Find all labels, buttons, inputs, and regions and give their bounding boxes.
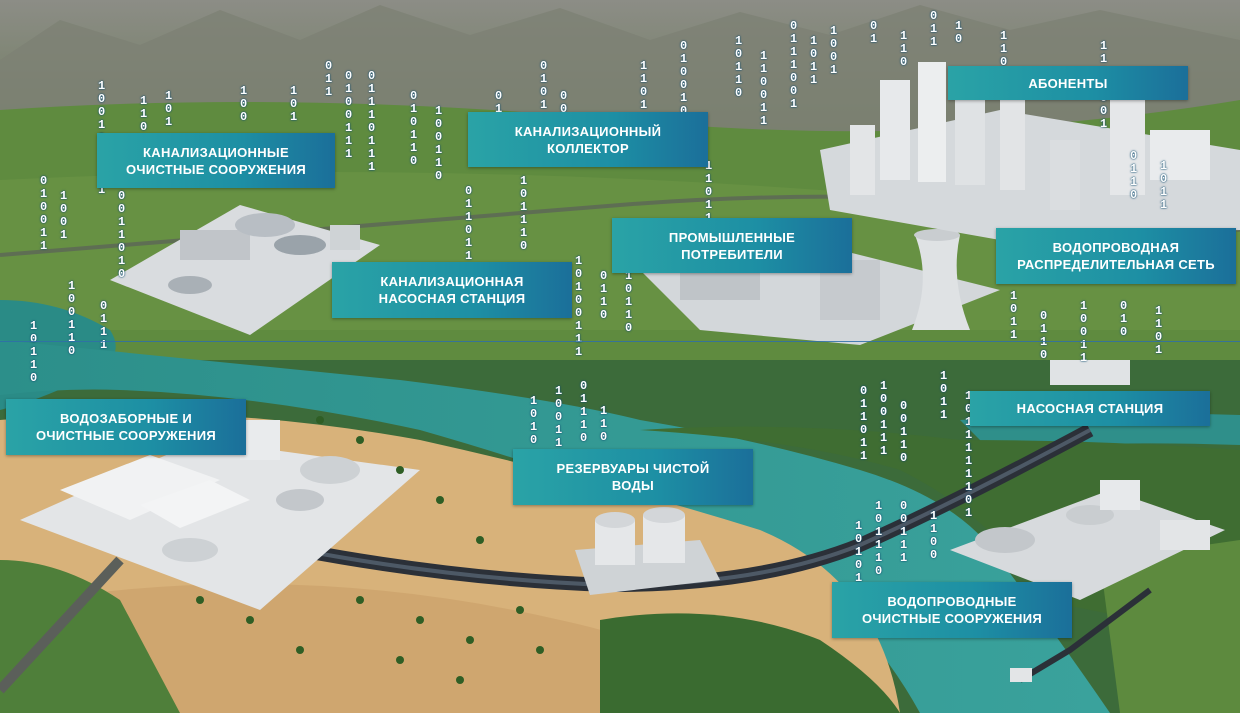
lower-grassland bbox=[0, 560, 180, 713]
label-subscribers[interactable]: АБОНЕНТЫ bbox=[948, 66, 1188, 100]
label-subscribers-text: АБОНЕНТЫ bbox=[1028, 75, 1108, 91]
pump-station-building bbox=[1050, 360, 1130, 385]
binary-stream: 1 0 1 bbox=[165, 89, 173, 129]
water-treatment-plant bbox=[950, 480, 1225, 682]
binary-stream: 1 1 0 0 bbox=[930, 509, 938, 562]
binary-stream: 0 1 0 0 1 0 bbox=[680, 39, 688, 118]
label-distribution-network[interactable]: ВОДОПРОВОДНАЯ РАСПРЕДЕЛИТЕЛЬНАЯ СЕТЬ bbox=[996, 228, 1236, 284]
binary-stream: 1 0 0 1 1 0 bbox=[435, 104, 443, 183]
binary-stream: 1 0 0 1 1 bbox=[1080, 299, 1088, 365]
binary-stream: 0 0 1 1 0 1 0 bbox=[118, 189, 126, 281]
binary-stream: 1 0 1 1 0 bbox=[30, 319, 38, 385]
binary-stream: 0 1 1 0 1 1 bbox=[860, 384, 868, 463]
outlet-pipeline bbox=[1018, 587, 1152, 683]
horizontal-divider-line bbox=[0, 341, 1240, 342]
label-water-intake-text: ВОДОЗАБОРНЫЕ И ОЧИСТНЫЕ СООРУЖЕНИЯ bbox=[35, 411, 217, 443]
label-water-intake[interactable]: ВОДОЗАБОРНЫЕ И ОЧИСТНЫЕ СООРУЖЕНИЯ bbox=[6, 399, 246, 455]
binary-stream: 1 1 0 bbox=[900, 29, 908, 69]
label-clean-water-reservoirs-text: РЕЗЕРВУАРЫ ЧИСТОЙ ВОДЫ bbox=[556, 461, 710, 493]
label-sewage-treatment[interactable]: КАНАЛИЗАЦИОННЫЕ ОЧИСТНЫЕ СООРУЖЕНИЯ bbox=[97, 133, 335, 188]
water-intake-plant bbox=[20, 420, 420, 610]
sewage-treatment-plant bbox=[110, 205, 380, 335]
label-water-treatment-text: ВОДОПРОВОДНЫЕ ОЧИСТНЫЕ СООРУЖЕНИЯ bbox=[861, 594, 1043, 626]
binary-stream: 0 1 1 0 bbox=[1040, 309, 1048, 362]
binary-stream: 0 1 1 0 bbox=[1130, 149, 1138, 202]
binary-stream: 1 1 1 0 1 bbox=[965, 454, 973, 520]
binary-stream: 1 0 1 1 1 bbox=[965, 389, 973, 455]
clean-water-reservoir-tanks bbox=[575, 507, 720, 595]
binary-stream: 1 1 0 bbox=[1000, 29, 1008, 69]
binary-stream: 1 0 1 1 bbox=[1010, 289, 1018, 342]
binary-stream: 0 1 1 1 bbox=[100, 299, 108, 352]
binary-stream: 0 1 0 1 bbox=[540, 59, 548, 112]
binary-stream: 1 0 0 1 bbox=[830, 24, 838, 77]
palm-trees bbox=[196, 416, 544, 684]
binary-stream: 1 1 0 1 bbox=[640, 59, 648, 112]
city-buildings bbox=[820, 62, 1240, 240]
label-water-treatment[interactable]: ВОДОПРОВОДНЫЕ ОЧИСТНЫЕ СООРУЖЕНИЯ bbox=[832, 582, 1072, 638]
binary-stream: 1 0 0 bbox=[240, 84, 248, 124]
label-pump-station-text: НАСОСНАЯ СТАНЦИЯ bbox=[1016, 401, 1164, 416]
label-sewer-collector[interactable]: КАНАЛИЗАЦИОННЫЙ КОЛЛЕКТОР bbox=[468, 112, 708, 167]
binary-stream: 1 0 1 1 1 0 bbox=[875, 499, 883, 578]
binary-stream: 1 0 1 1 0 bbox=[625, 269, 633, 335]
label-sewage-pump-station[interactable]: КАНАЛИЗАЦИОННАЯ НАСОСНАЯ СТАНЦИЯ bbox=[332, 262, 572, 318]
bottom-forest bbox=[600, 613, 900, 713]
binary-stream: 1 0 0 1 1 0 bbox=[68, 279, 76, 358]
label-sewage-treatment-text: КАНАЛИЗАЦИОННЫЕ ОЧИСТНЫЕ СООРУЖЕНИЯ bbox=[125, 144, 307, 177]
binary-stream: 1 0 1 1 bbox=[810, 34, 818, 87]
binary-stream: 1 0 1 1 0 bbox=[735, 34, 743, 100]
binary-stream: 1 0 1 1 1 0 bbox=[520, 174, 528, 253]
binary-stream: 1 1 0 bbox=[600, 404, 608, 444]
binary-stream: 1 1 0 0 1 1 bbox=[760, 49, 768, 128]
binary-stream: 0 1 1 bbox=[930, 9, 938, 49]
binary-stream: 1 0 1 1 bbox=[940, 369, 948, 422]
label-clean-water-reservoirs[interactable]: РЕЗЕРВУАРЫ ЧИСТОЙ ВОДЫ bbox=[513, 449, 753, 505]
binary-stream: 1 0 1 0 0 1 1 1 bbox=[575, 254, 583, 359]
binary-stream: 0 1 1 1 0 0 1 bbox=[790, 19, 798, 111]
binary-stream: 1 0 0 1 1 1 bbox=[880, 379, 888, 458]
binary-stream: 0 1 0 0 1 1 bbox=[40, 174, 48, 253]
binary-stream: 1 0 1 bbox=[290, 84, 298, 124]
binary-stream: 0 1 1 0 bbox=[600, 269, 608, 322]
label-pump-station[interactable]: НАСОСНАЯ СТАНЦИЯ bbox=[970, 391, 1210, 426]
label-industrial-consumers[interactable]: ПРОМЫШЛЕННЫЕ ПОТРЕБИТЕЛИ bbox=[612, 218, 852, 273]
label-industrial-consumers-text: ПРОМЫШЛЕННЫЕ ПОТРЕБИТЕЛИ bbox=[668, 229, 796, 262]
binary-stream: 0 0 1 1 0 bbox=[900, 399, 908, 465]
binary-stream: 1 0 1 0 1 bbox=[855, 519, 863, 585]
sand-shade bbox=[40, 584, 760, 713]
binary-stream: 0 1 1 1 0 1 1 1 bbox=[368, 69, 376, 174]
binary-stream: 1 0 0 1 1 bbox=[555, 384, 563, 450]
binary-stream: 0 1 0 1 1 0 bbox=[410, 89, 418, 168]
cooling-tower bbox=[912, 235, 970, 330]
binary-stream: 0 1 bbox=[870, 19, 878, 46]
road-left bbox=[0, 556, 124, 694]
binary-stream: 0 1 0 0 1 1 1 bbox=[345, 69, 353, 161]
binary-stream: 1 0 1 1 bbox=[1160, 159, 1168, 212]
label-distribution-network-text: ВОДОПРОВОДНАЯ РАСПРЕДЕЛИТЕЛЬНАЯ СЕТЬ bbox=[1017, 240, 1215, 272]
binary-stream: 0 1 1 1 0 bbox=[580, 379, 588, 445]
label-sewer-collector-text: КАНАЛИЗАЦИОННЫЙ КОЛЛЕКТОР bbox=[514, 123, 662, 156]
main-pipeline-sheen bbox=[299, 428, 1091, 588]
binary-stream: 0 1 0 bbox=[1120, 299, 1128, 339]
binary-stream: 1 1 0 1 bbox=[1155, 304, 1163, 357]
binary-stream: 0 0 1 1 1 bbox=[900, 499, 908, 565]
binary-stream: 0 1 1 bbox=[325, 59, 333, 99]
right-lower-field bbox=[1100, 540, 1240, 713]
binary-stream: 1 0 1 0 bbox=[530, 394, 538, 447]
binary-stream: 1 0 bbox=[955, 19, 963, 46]
label-sewage-pump-station-text: КАНАЛИЗАЦИОННАЯ НАСОСНАЯ СТАНЦИЯ bbox=[378, 274, 526, 306]
binary-stream: 1 0 0 1 bbox=[60, 189, 68, 242]
